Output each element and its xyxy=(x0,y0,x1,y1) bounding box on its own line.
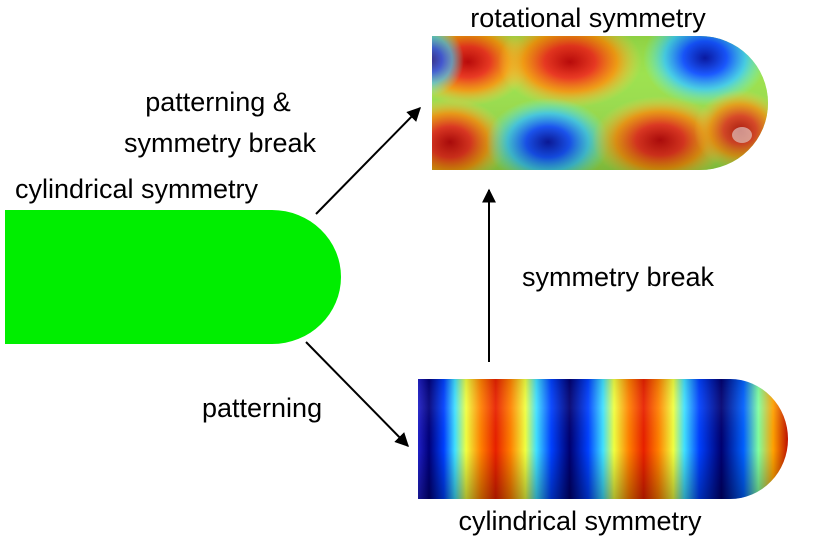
initial-cylinder-shape xyxy=(5,210,341,344)
label-symmetry-break-right: symmetry break xyxy=(522,262,715,292)
arrow-to-cylindrical xyxy=(305,341,409,447)
label-rotational-symmetry: rotational symmetry xyxy=(470,3,706,33)
label-symmetry-break-upper: symmetry break xyxy=(124,128,317,158)
label-patterning-and: patterning & xyxy=(145,87,291,117)
arrow-to-rotational xyxy=(315,107,421,215)
label-cylindrical-symmetry-bottom: cylindrical symmetry xyxy=(458,506,702,536)
rotational-pattern-shape xyxy=(432,36,768,170)
label-patterning: patterning xyxy=(202,393,322,423)
cylindrical-stripe-shape xyxy=(418,379,788,499)
label-cylindrical-symmetry-left: cylindrical symmetry xyxy=(15,174,259,204)
